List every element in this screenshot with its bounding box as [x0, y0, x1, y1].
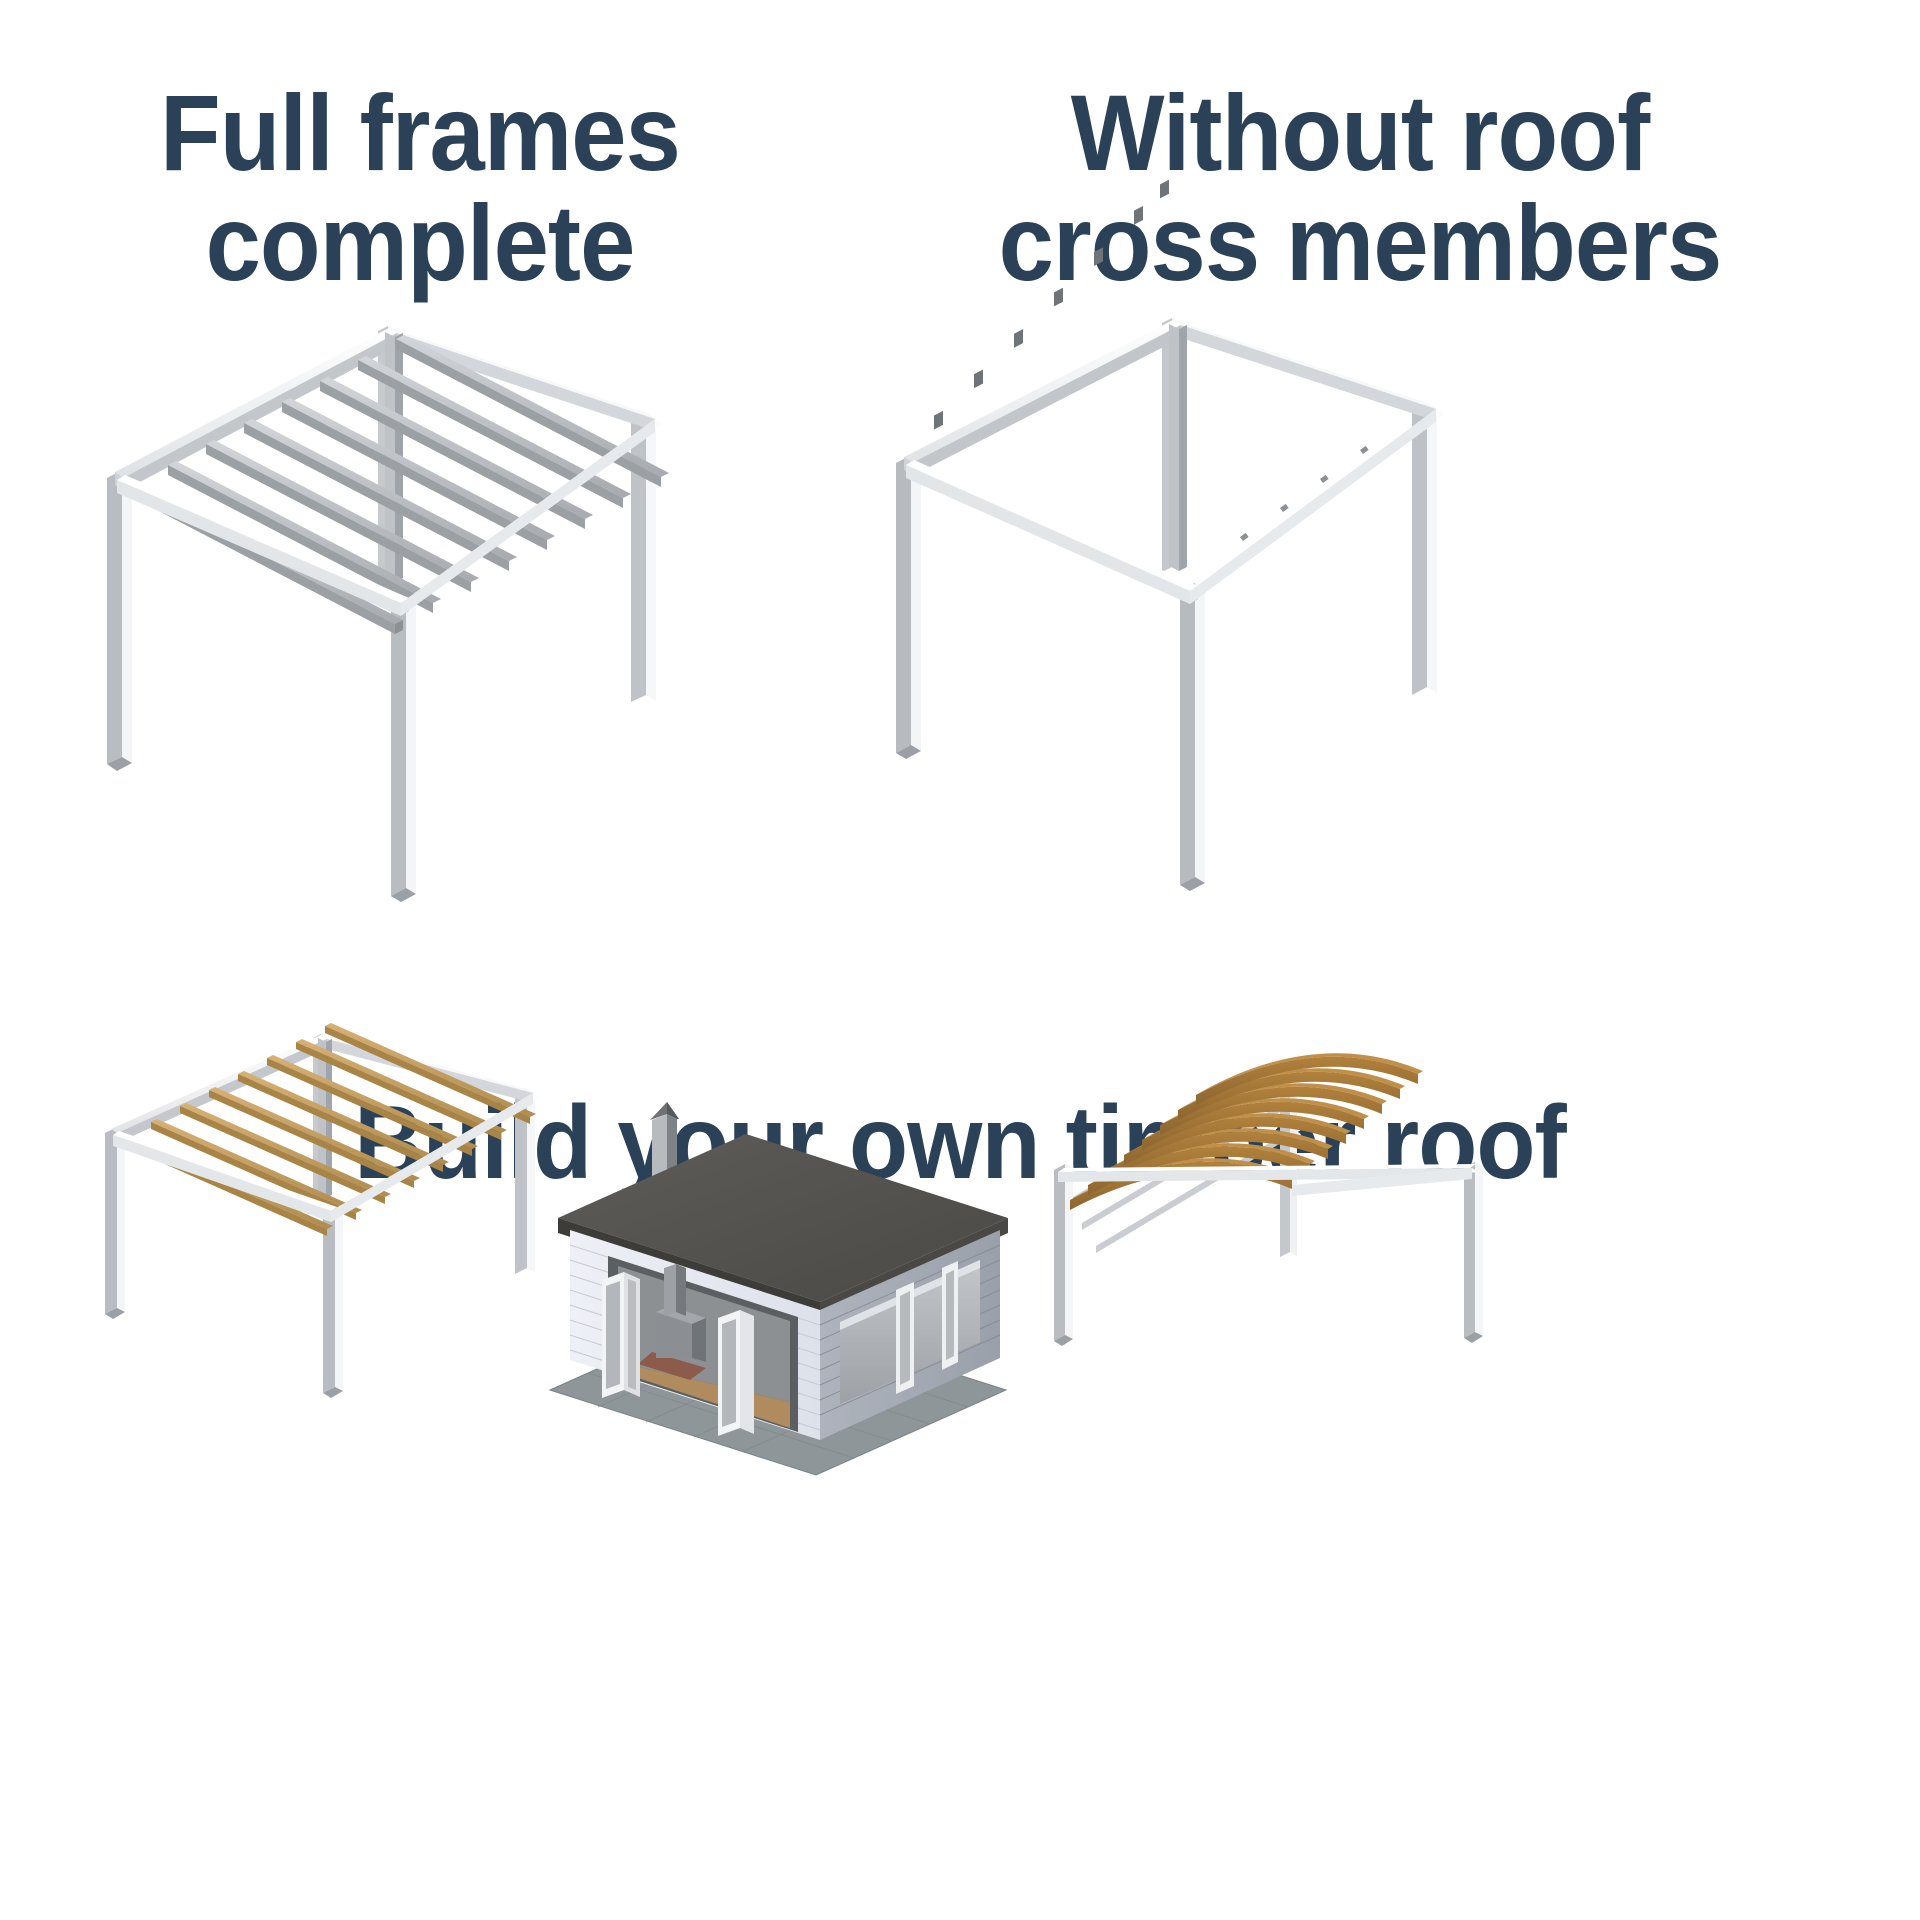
pergola-posts	[896, 318, 1437, 891]
pergola-front-beams	[117, 419, 663, 616]
pergola-front-beams	[906, 409, 1444, 604]
pergola-full-frame-illustration	[95, 320, 675, 902]
pergola-straight-timber-roof-illustration	[95, 1023, 555, 1398]
pergola-front-brackets	[1240, 445, 1369, 542]
page-title-without-roof: Without roof cross members	[882, 72, 1839, 304]
pergola-front-beams	[1058, 1164, 1478, 1196]
pergola-front-beams	[113, 1093, 539, 1222]
bifold-doors[interactable]	[602, 1261, 958, 1436]
title-line-1: Without roof	[1070, 72, 1650, 193]
garden-room-illustration	[540, 1090, 1020, 1480]
title-line-2: cross members	[998, 182, 1723, 304]
curved-timber-roof-beams	[1070, 1053, 1423, 1210]
title-line-2: complete	[205, 182, 636, 304]
pergola-curved-timber-roof-illustration	[1040, 1040, 1560, 1370]
pergola-no-cross-members-illustration	[880, 179, 1460, 895]
page-title-full-frames: Full frames complete	[70, 72, 769, 304]
pergola-rear-beams	[115, 328, 655, 491]
pergola-rear-beam-right	[1173, 320, 1436, 421]
pergola-ridge-beam	[1169, 324, 1187, 571]
pergola-roof-brackets	[934, 179, 1169, 430]
pergola-rear-beam-left	[904, 320, 1181, 476]
title-line-1: Full frames	[160, 72, 681, 193]
